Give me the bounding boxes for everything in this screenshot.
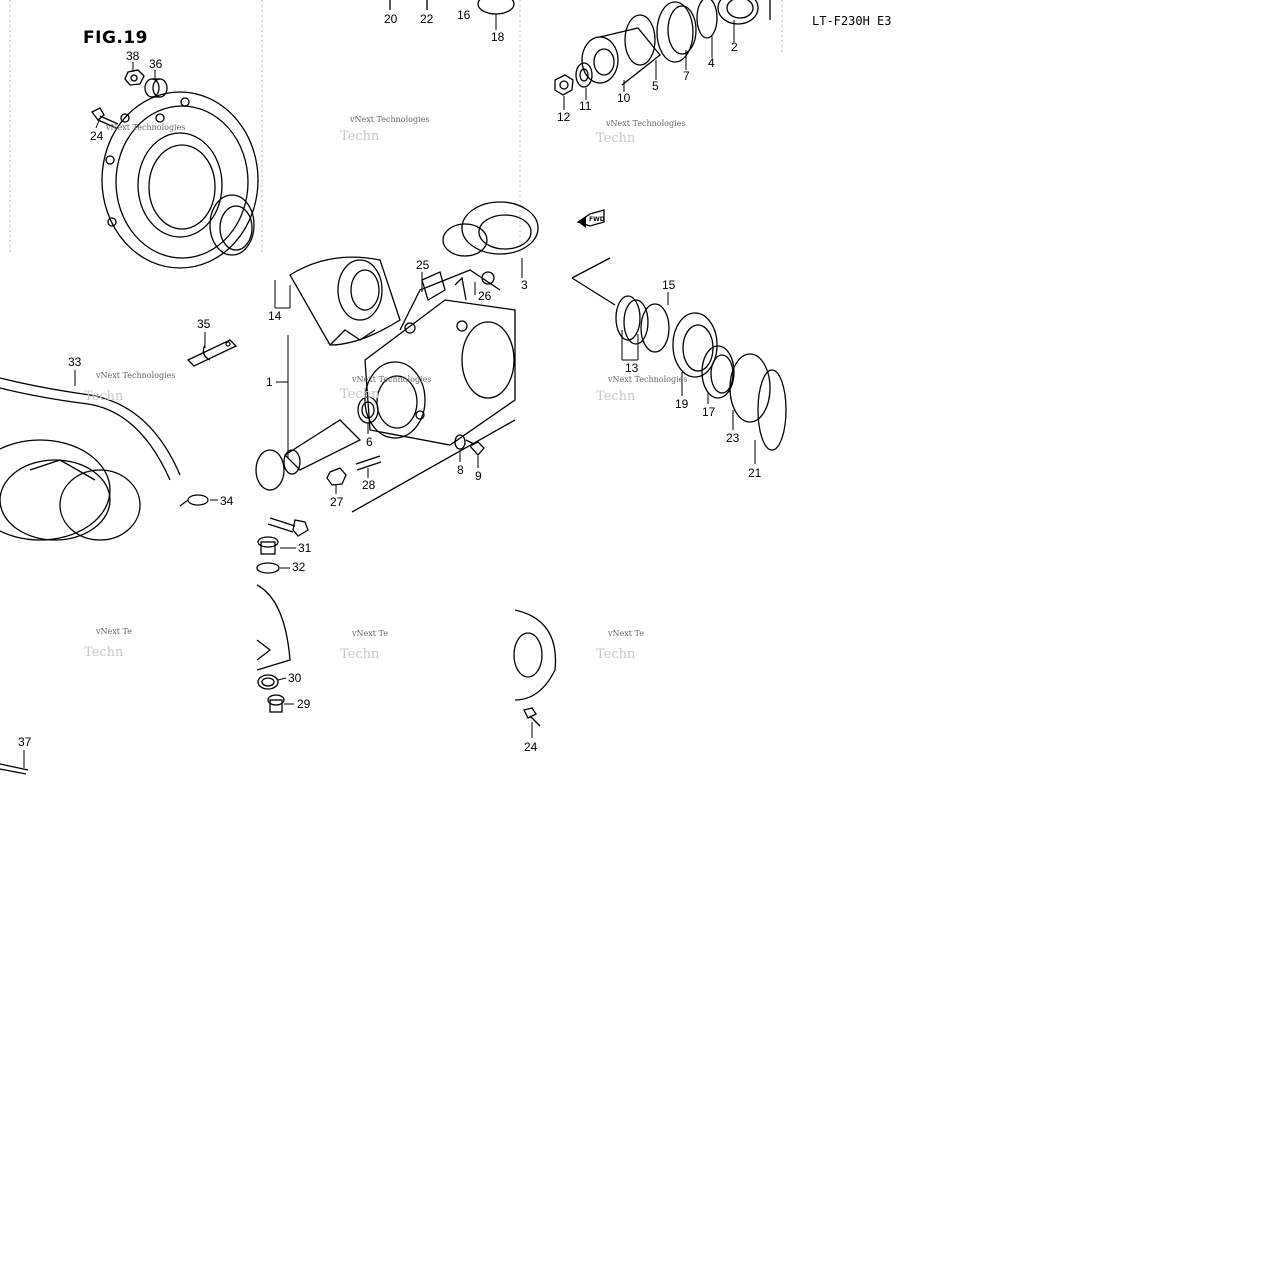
callout-2: 2 <box>731 40 738 54</box>
watermark: vNext Technologies <box>105 123 185 132</box>
bolt-24-top <box>91 107 119 129</box>
callout-33: 33 <box>68 355 82 369</box>
callout-15: 15 <box>662 278 676 292</box>
watermark: vNext Technologies <box>95 371 175 380</box>
callout-30: 30 <box>288 671 302 685</box>
fitting-25-26 <box>421 271 495 301</box>
stud-37 <box>0 763 29 775</box>
callout-36: 36 <box>149 57 163 71</box>
callout-13: 13 <box>625 361 639 375</box>
callout-14: 14 <box>268 309 282 323</box>
watermark-faint: Techn <box>596 389 636 404</box>
callout-38: 38 <box>126 49 140 63</box>
ring-gear-left <box>0 439 141 541</box>
watermark: vNext Technologies <box>605 119 685 128</box>
watermark: vNext Technologies <box>351 375 431 384</box>
watermark-cut: vNext Te <box>607 629 644 638</box>
callout-11: 11 <box>579 99 592 113</box>
clip-34 <box>179 494 209 507</box>
callout-3: 3 <box>521 278 528 292</box>
leader-lines <box>23 14 756 768</box>
watermark-faint: Techn <box>84 389 124 404</box>
callout-35: 35 <box>197 317 211 331</box>
callout-4: 4 <box>708 56 715 70</box>
watermark-faint: Techn <box>340 387 380 402</box>
callout-28: 28 <box>362 478 376 492</box>
bolt-24-bottom <box>523 707 541 727</box>
callout-18: 18 <box>491 30 505 44</box>
callout-6: 6 <box>366 435 373 449</box>
breather-hose-33 <box>0 377 181 481</box>
clamp-35 <box>186 339 238 367</box>
callout-8: 8 <box>457 463 464 477</box>
callout-17: 17 <box>702 405 716 419</box>
nut-27 <box>326 467 347 486</box>
watermark-faint: Techn <box>340 647 380 662</box>
bearing-stack-right <box>571 257 787 451</box>
drive-pinion <box>255 419 362 491</box>
gear-assembly-top <box>389 0 539 257</box>
callout-27: 27 <box>330 495 344 509</box>
figure-title: FIG.19 <box>83 28 149 48</box>
watermarks: vNext Technologies vNext Technologies vN… <box>84 115 687 662</box>
fwd-label: FWD <box>589 216 605 223</box>
plug-31 <box>257 536 279 555</box>
callout-24-top: 24 <box>90 129 104 143</box>
callout-labels: 20 22 16 18 2 4 7 5 10 11 12 38 36 24 25… <box>18 8 762 754</box>
callout-19: 19 <box>675 397 689 411</box>
gasket-32 <box>256 562 280 574</box>
bolt-31 <box>267 517 309 537</box>
tile-borders <box>9 0 783 255</box>
cover-plate-left <box>101 91 259 269</box>
callout-20: 20 <box>384 12 398 26</box>
callout-29: 29 <box>297 697 311 711</box>
watermark-faint: Techn <box>340 129 380 144</box>
callout-31: 31 <box>298 541 312 555</box>
callout-22: 22 <box>420 12 434 26</box>
callout-37: 37 <box>18 735 32 749</box>
callout-21: 21 <box>748 466 762 480</box>
final-gear-case-1 <box>364 269 516 446</box>
gasket-30 <box>257 674 279 690</box>
callout-25: 25 <box>416 258 430 272</box>
fwd-arrow: FWD <box>576 209 605 228</box>
bevel-gear-14 <box>289 256 401 346</box>
callout-24-bottom: 24 <box>524 740 538 754</box>
callout-9: 9 <box>475 469 482 483</box>
watermark-cut: vNext Te <box>351 629 388 638</box>
watermark-cut: vNext Te <box>95 627 132 636</box>
nut-38 <box>124 69 145 86</box>
callout-1: 1 <box>266 375 273 389</box>
watermark-faint: Techn <box>84 645 124 660</box>
plug-29 <box>267 694 285 713</box>
pinion-shaft-assembly <box>554 0 771 96</box>
spacer-36 <box>144 78 168 98</box>
model-label: LT-F230H E3 <box>812 14 892 28</box>
cover-lower <box>256 584 291 671</box>
base-line <box>351 419 516 513</box>
watermark-faint: Techn <box>596 647 636 662</box>
callout-12: 12 <box>557 110 571 124</box>
callout-23: 23 <box>726 431 740 445</box>
watermark: vNext Technologies <box>349 115 429 124</box>
callout-34: 34 <box>220 494 234 508</box>
callout-10: 10 <box>617 91 631 105</box>
watermark-faint: Techn <box>596 131 636 146</box>
stud-28 <box>355 455 382 471</box>
callout-7: 7 <box>683 69 690 83</box>
callout-32: 32 <box>292 560 306 574</box>
cover-right-lower <box>513 609 557 701</box>
callout-16: 16 <box>457 8 471 22</box>
callout-26: 26 <box>478 289 492 303</box>
watermark: vNext Technologies <box>607 375 687 384</box>
callout-5: 5 <box>652 79 659 93</box>
